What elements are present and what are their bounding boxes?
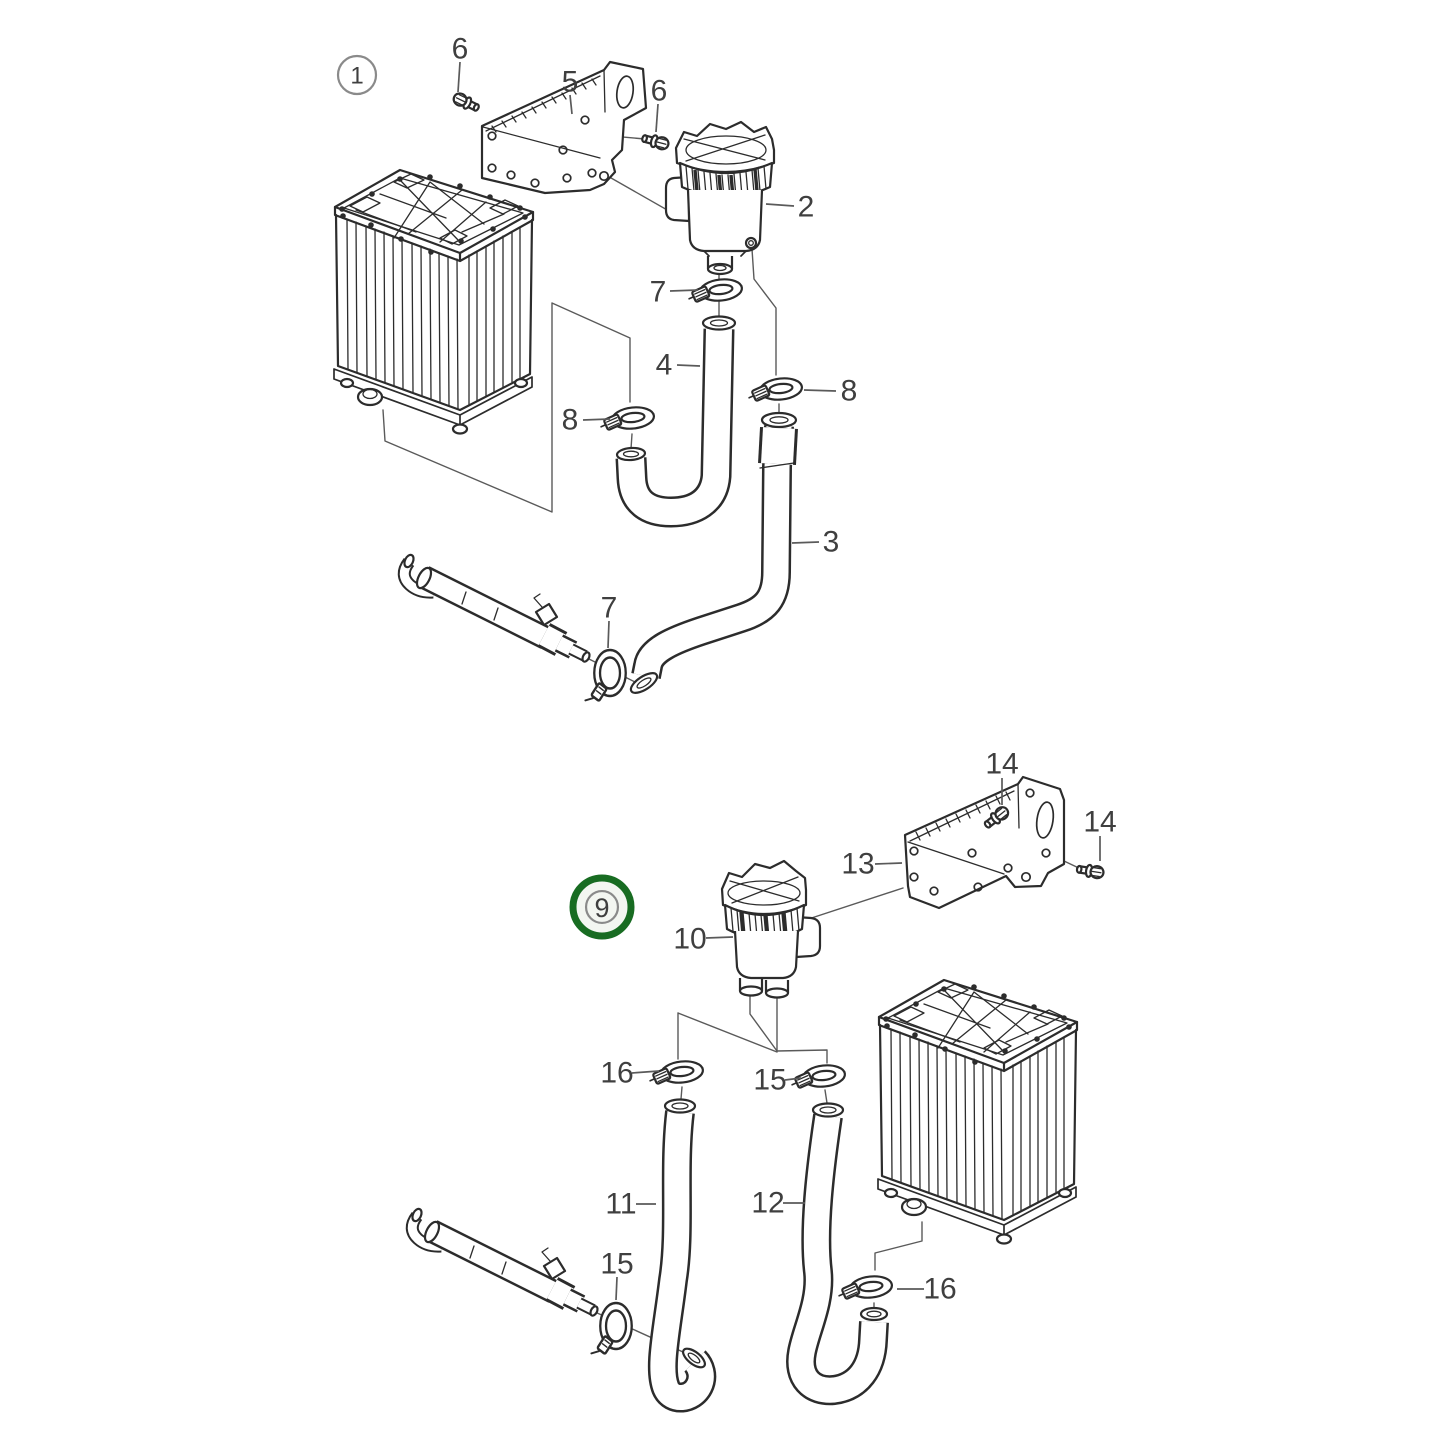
- hose-11: [647, 1110, 717, 1413]
- assembly-ref-number: 9: [594, 893, 609, 923]
- filter-unit-lower: [720, 859, 822, 999]
- callout-8[interactable]: 8: [562, 404, 611, 437]
- mounting-bracket-upper: [480, 60, 648, 195]
- callout-15[interactable]: 15: [600, 1248, 634, 1301]
- callout-number: 8: [562, 404, 579, 437]
- callout-leader: [669, 289, 699, 292]
- callout-leader: [803, 389, 837, 392]
- callout-leader: [655, 103, 659, 133]
- callout-16[interactable]: 16: [897, 1273, 957, 1306]
- callout-number: 14: [985, 748, 1018, 781]
- callout-8[interactable]: 8: [803, 375, 858, 408]
- callout-leader: [676, 364, 701, 367]
- hose-12: [786, 1113, 889, 1406]
- callout-leader: [765, 203, 795, 207]
- callout-leader: [607, 620, 610, 649]
- callout-3[interactable]: 3: [791, 526, 840, 559]
- clamp-15-mid: [787, 1062, 848, 1092]
- callout-16[interactable]: 16: [600, 1057, 660, 1090]
- callout-leader: [631, 1070, 660, 1074]
- callout-number: 15: [600, 1248, 633, 1281]
- heat-exchanger-upper: [332, 168, 535, 435]
- callout-number: 12: [751, 1187, 784, 1220]
- callout-number: 15: [753, 1064, 786, 1097]
- clamp-7-bottom: [584, 648, 628, 709]
- hose-3: [631, 425, 798, 681]
- callout-4[interactable]: 4: [656, 349, 701, 382]
- callout-7[interactable]: 7: [601, 592, 618, 649]
- clamp-8-right: [744, 375, 805, 405]
- callout-number: 7: [650, 276, 667, 309]
- callout-number: 6: [651, 75, 668, 108]
- hose-openings: [615, 315, 889, 1369]
- callout-leader: [457, 61, 461, 93]
- callout-number: 10: [673, 923, 706, 956]
- callout-number: 6: [452, 33, 469, 66]
- callout-leader: [705, 936, 734, 939]
- callout-number: 5: [562, 66, 579, 99]
- callout-2[interactable]: 2: [765, 191, 815, 224]
- callout-number: 11: [605, 1188, 636, 1221]
- callout-leader: [874, 862, 903, 865]
- assembly-ref-9[interactable]: 9: [569, 874, 635, 940]
- callout-number: 2: [798, 191, 815, 224]
- callout-number: 14: [1083, 806, 1116, 839]
- inner-ring: [584, 889, 620, 925]
- callout-6[interactable]: 6: [452, 33, 469, 93]
- bolt-6-left: [450, 90, 482, 115]
- callout-leader: [784, 1077, 802, 1081]
- coolant-pipe-lower: [411, 1207, 599, 1316]
- callout-leader: [791, 541, 820, 544]
- callout-7[interactable]: 7: [650, 276, 699, 309]
- mounting-bracket-lower: [903, 775, 1066, 910]
- heat-exchanger-lower: [876, 978, 1079, 1245]
- highlight-ring: [569, 874, 635, 940]
- assembly-upper-callouts: 1 6 5 6 2 7 4 8 8 3 7: [336, 33, 858, 649]
- callout-5[interactable]: 5: [562, 66, 579, 115]
- bolt-14-right: [1074, 861, 1106, 881]
- callout-number: 16: [923, 1273, 956, 1306]
- callout-11[interactable]: 11: [605, 1188, 656, 1221]
- filter-unit-upper: [664, 120, 776, 276]
- callout-number: 3: [823, 526, 840, 559]
- callout-14[interactable]: 14: [1083, 806, 1117, 862]
- clamp-16-bottom: [834, 1273, 895, 1303]
- callout-number: 16: [600, 1057, 633, 1090]
- callout-leader: [615, 1276, 618, 1301]
- callout-15[interactable]: 15: [753, 1064, 802, 1097]
- clamp-7-top: [684, 276, 745, 306]
- callout-number: 7: [601, 592, 618, 625]
- assembly-ref-1[interactable]: 1: [336, 54, 378, 96]
- callout-6[interactable]: 6: [651, 75, 668, 133]
- callout-14[interactable]: 14: [985, 748, 1019, 806]
- clamp-16-top: [645, 1058, 706, 1088]
- assembly-lower-callouts: 9 14 13 14 10 16 15 11 12 15 16: [569, 748, 1117, 1306]
- badge-ring: [336, 54, 378, 96]
- callout-13[interactable]: 13: [841, 848, 903, 881]
- assembly-ref-number: 1: [350, 63, 363, 90]
- coolant-pipe-upper: [403, 553, 591, 662]
- callout-10[interactable]: 10: [673, 923, 734, 956]
- callout-number: 13: [841, 848, 874, 881]
- callout-number: 8: [841, 375, 858, 408]
- bolt-6-right: [639, 131, 671, 152]
- callout-number: 4: [656, 349, 673, 382]
- hose-4: [615, 328, 735, 528]
- callout-12[interactable]: 12: [751, 1187, 805, 1220]
- callout-leader: [569, 94, 573, 115]
- callout-leader: [582, 418, 611, 421]
